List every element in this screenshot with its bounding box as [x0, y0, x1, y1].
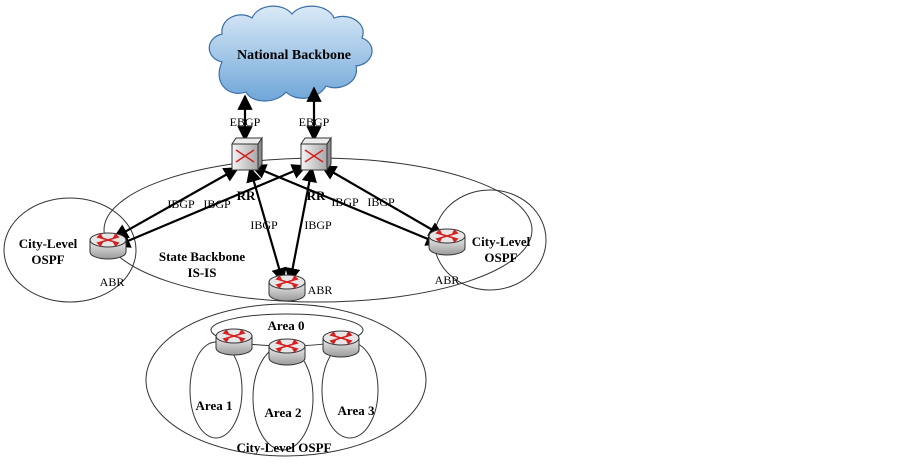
area2-label: Area 2 — [265, 405, 302, 420]
city-bottom-label: City-Level OSPF — [237, 440, 332, 455]
ibgp-label: IBGP — [331, 195, 359, 209]
ibgp-label: IBGP — [304, 218, 332, 232]
area3-label: Area 3 — [338, 403, 375, 418]
router-icon — [89, 232, 127, 260]
area1-label: Area 1 — [196, 398, 233, 413]
router-icon — [428, 228, 466, 256]
router-icon — [322, 330, 360, 358]
city-left-label: OSPF — [31, 252, 64, 267]
router-icon — [268, 274, 306, 302]
ebgp-label-left: EBGP — [230, 115, 261, 129]
ebgp-label-right: EBGP — [299, 115, 330, 129]
ibgp-rr2-center-abr — [285, 166, 317, 284]
rr-label-left: RR — [237, 188, 256, 203]
city-right-label: OSPF — [484, 250, 517, 265]
ibgp-label: IBGP — [203, 197, 231, 211]
ibgp-label: IBGP — [250, 218, 278, 232]
city-right-label: City-Level — [472, 234, 531, 249]
abr-label-right: ABR — [435, 273, 460, 287]
ibgp-rr2-right-abr — [320, 165, 445, 237]
connection-lines — [112, 86, 445, 284]
city-bottom-ellipse — [145, 303, 427, 457]
rr-label-right: RR — [307, 188, 326, 203]
server-icon — [300, 137, 332, 171]
server-icon — [231, 137, 263, 171]
area1-ellipse — [189, 341, 243, 439]
ibgp-label: IBGP — [167, 197, 195, 211]
cloud-label: National Backbone — [237, 48, 351, 63]
state-backbone-label: IS-IS — [188, 265, 217, 280]
city-left-ellipse — [3, 197, 137, 303]
ibgp-label: IBGP — [367, 195, 395, 209]
abr-label-left: ABR — [100, 275, 125, 289]
state-backbone-label: State Backbone — [159, 249, 246, 264]
router-icon — [268, 338, 306, 366]
area0-label: Area 0 — [268, 318, 305, 333]
cloud-icon — [208, 5, 373, 102]
router-icon — [215, 328, 253, 356]
abr-label-center: ABR — [308, 283, 333, 297]
ibgp-rr1-center-abr — [246, 166, 287, 284]
city-left-label: City-Level — [19, 236, 78, 251]
